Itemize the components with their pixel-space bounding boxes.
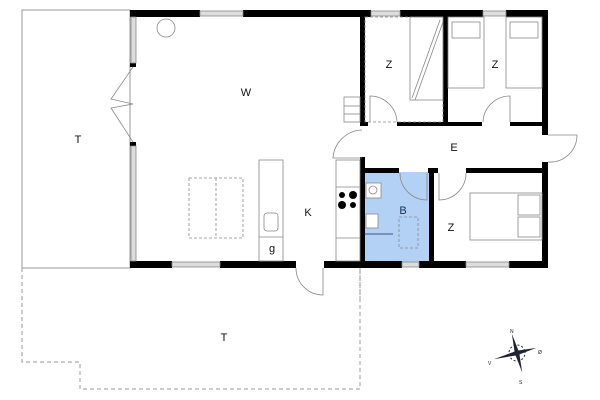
hob-icon — [338, 191, 357, 209]
furniture — [156, 16, 543, 298]
terrace-bottom-outline — [21, 268, 361, 390]
terrace-outline — [21, 9, 131, 269]
compass-n: N — [510, 329, 514, 335]
room-label-living: W — [240, 87, 252, 99]
doors — [110, 66, 578, 296]
windows — [130, 10, 510, 268]
room-label-kitchen: K — [304, 207, 312, 219]
room-label-bedroom-3: Z — [447, 222, 455, 234]
room-label-terrace-left: T — [74, 134, 82, 146]
room-label-bath: B — [399, 205, 407, 217]
room-label-terrace-bottom: T — [220, 332, 228, 344]
compass-v: V — [488, 361, 492, 367]
walls — [130, 10, 548, 268]
room-label-bedroom-2: Z — [491, 59, 499, 71]
compass-icon — [493, 333, 537, 373]
compass-o: Ø — [538, 350, 542, 356]
room-label-utility: g — [268, 243, 276, 255]
room-label-hall: E — [450, 142, 458, 154]
room-label-bedroom-1: Z — [385, 59, 393, 71]
compass-s: S — [519, 380, 523, 386]
